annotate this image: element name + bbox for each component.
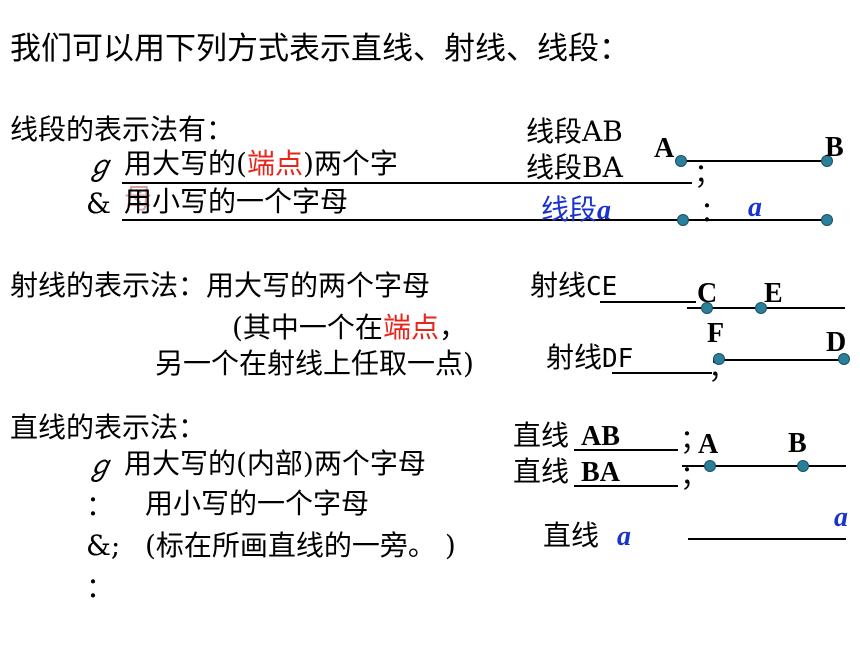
line-ab <box>682 465 846 467</box>
segment-method-1: 用大写的(端点)两个字 <box>124 150 398 178</box>
line-example-3-var: a <box>617 521 632 552</box>
segment-separator-2: ： <box>700 195 729 228</box>
point-a-label: A <box>654 133 675 164</box>
line-example-2-text: 直线 <box>513 455 570 488</box>
line-underline-2 <box>574 485 678 487</box>
line-method-1: 用大写的(内部)两个字母 <box>124 447 426 480</box>
line-example-3-text: 直线 <box>543 519 600 552</box>
line-example-1-text: 直线 <box>513 419 570 452</box>
point-e <box>755 302 767 314</box>
segment-underline-1 <box>122 182 692 184</box>
ray-df <box>713 359 844 361</box>
point-d <box>838 353 850 365</box>
line-a-label: a <box>834 502 848 533</box>
ray-name-2-text: 射线 <box>546 341 603 374</box>
segment-example-2: 线段BA <box>526 151 623 184</box>
ray-note-1-text-b: ， <box>438 311 467 344</box>
segment-example-3-var: a <box>597 195 612 226</box>
line-a <box>688 538 846 540</box>
point-a-label: A <box>698 429 719 460</box>
ray-note-1: (其中一个在端点， <box>232 314 467 342</box>
line-method-2: 用小写的一个字母 <box>145 487 370 520</box>
point-b <box>797 460 809 472</box>
line-heading: 直线的表示法： <box>10 411 207 444</box>
ray-underline-2 <box>612 372 712 374</box>
segment-separator-1: ； <box>694 157 723 190</box>
line-example-2: 直线 BA <box>513 458 620 487</box>
segment-example-3-text: 线段 <box>541 193 598 226</box>
ray-name-2: 射线DF <box>546 341 634 374</box>
line-separator-1: ； <box>680 423 709 456</box>
point-b <box>821 155 833 167</box>
bullet-icon: ℊ <box>86 149 115 182</box>
bullet-icon: & <box>86 187 111 220</box>
point-b-label: B <box>788 428 807 459</box>
ray-name-1-text: 射线 <box>530 269 587 302</box>
ray-note-2: 另一个在射线上任取一点) <box>155 347 474 380</box>
segment-a <box>683 219 828 221</box>
segment-example-1: 线段AB <box>526 115 623 148</box>
line-example-1-letters: AB <box>581 421 620 452</box>
line-colon-2: ： <box>86 571 115 604</box>
ray-heading: 射线的表示法：用大写的两个字母 <box>10 269 431 302</box>
ray-name-1-letters: CE <box>586 272 618 302</box>
segment-method-1-text-a: 用大写的( <box>124 147 247 180</box>
line-underline-1 <box>574 449 678 451</box>
segment-a-label: a <box>748 192 762 223</box>
ray-note-1-text-a: (其中一个在 <box>232 311 383 344</box>
segment-a-start-point <box>677 214 689 226</box>
point-c <box>701 302 713 314</box>
segment-ab <box>681 160 827 162</box>
bullet-icon: &; <box>86 529 121 562</box>
point-d-label: D <box>826 327 847 358</box>
point-a <box>675 155 687 167</box>
segment-example-3: 线段a <box>541 196 611 225</box>
point-f-label: F <box>707 318 725 349</box>
line-example-2-letters: BA <box>581 457 620 488</box>
line-colon-1: ： <box>86 489 115 522</box>
point-e-label: E <box>764 278 783 309</box>
segment-heading: 线段的表示法有： <box>10 113 235 146</box>
ray-note-1-endpoint: 端点 <box>382 311 439 344</box>
ray-underline-1 <box>600 301 696 303</box>
line-note: (标在所画直线的一旁。 ) <box>145 529 456 562</box>
ray-name-2-letters: DF <box>602 344 634 374</box>
point-a <box>704 460 716 472</box>
point-c-label: C <box>697 278 718 309</box>
segment-method-1-text-b: )两个字 <box>302 147 398 180</box>
segment-method-1-endpoint: 端点 <box>246 147 303 180</box>
ray-name-1: 射线CE <box>530 269 618 302</box>
line-example-3: 直线 a <box>543 522 631 551</box>
point-f <box>713 353 725 365</box>
page-title: 我们可以用下列方式表示直线、射线、线段： <box>10 31 630 67</box>
segment-method-2: 用小写的一个字母 <box>124 185 349 218</box>
line-example-1: 直线 AB <box>513 422 620 451</box>
segment-method-1-overflow: 母 <box>124 182 153 215</box>
segment-a-end-point <box>821 214 833 226</box>
point-b-label: B <box>825 132 844 163</box>
bullet-icon: ℊ <box>86 449 115 482</box>
segment-underline-2 <box>122 219 692 221</box>
